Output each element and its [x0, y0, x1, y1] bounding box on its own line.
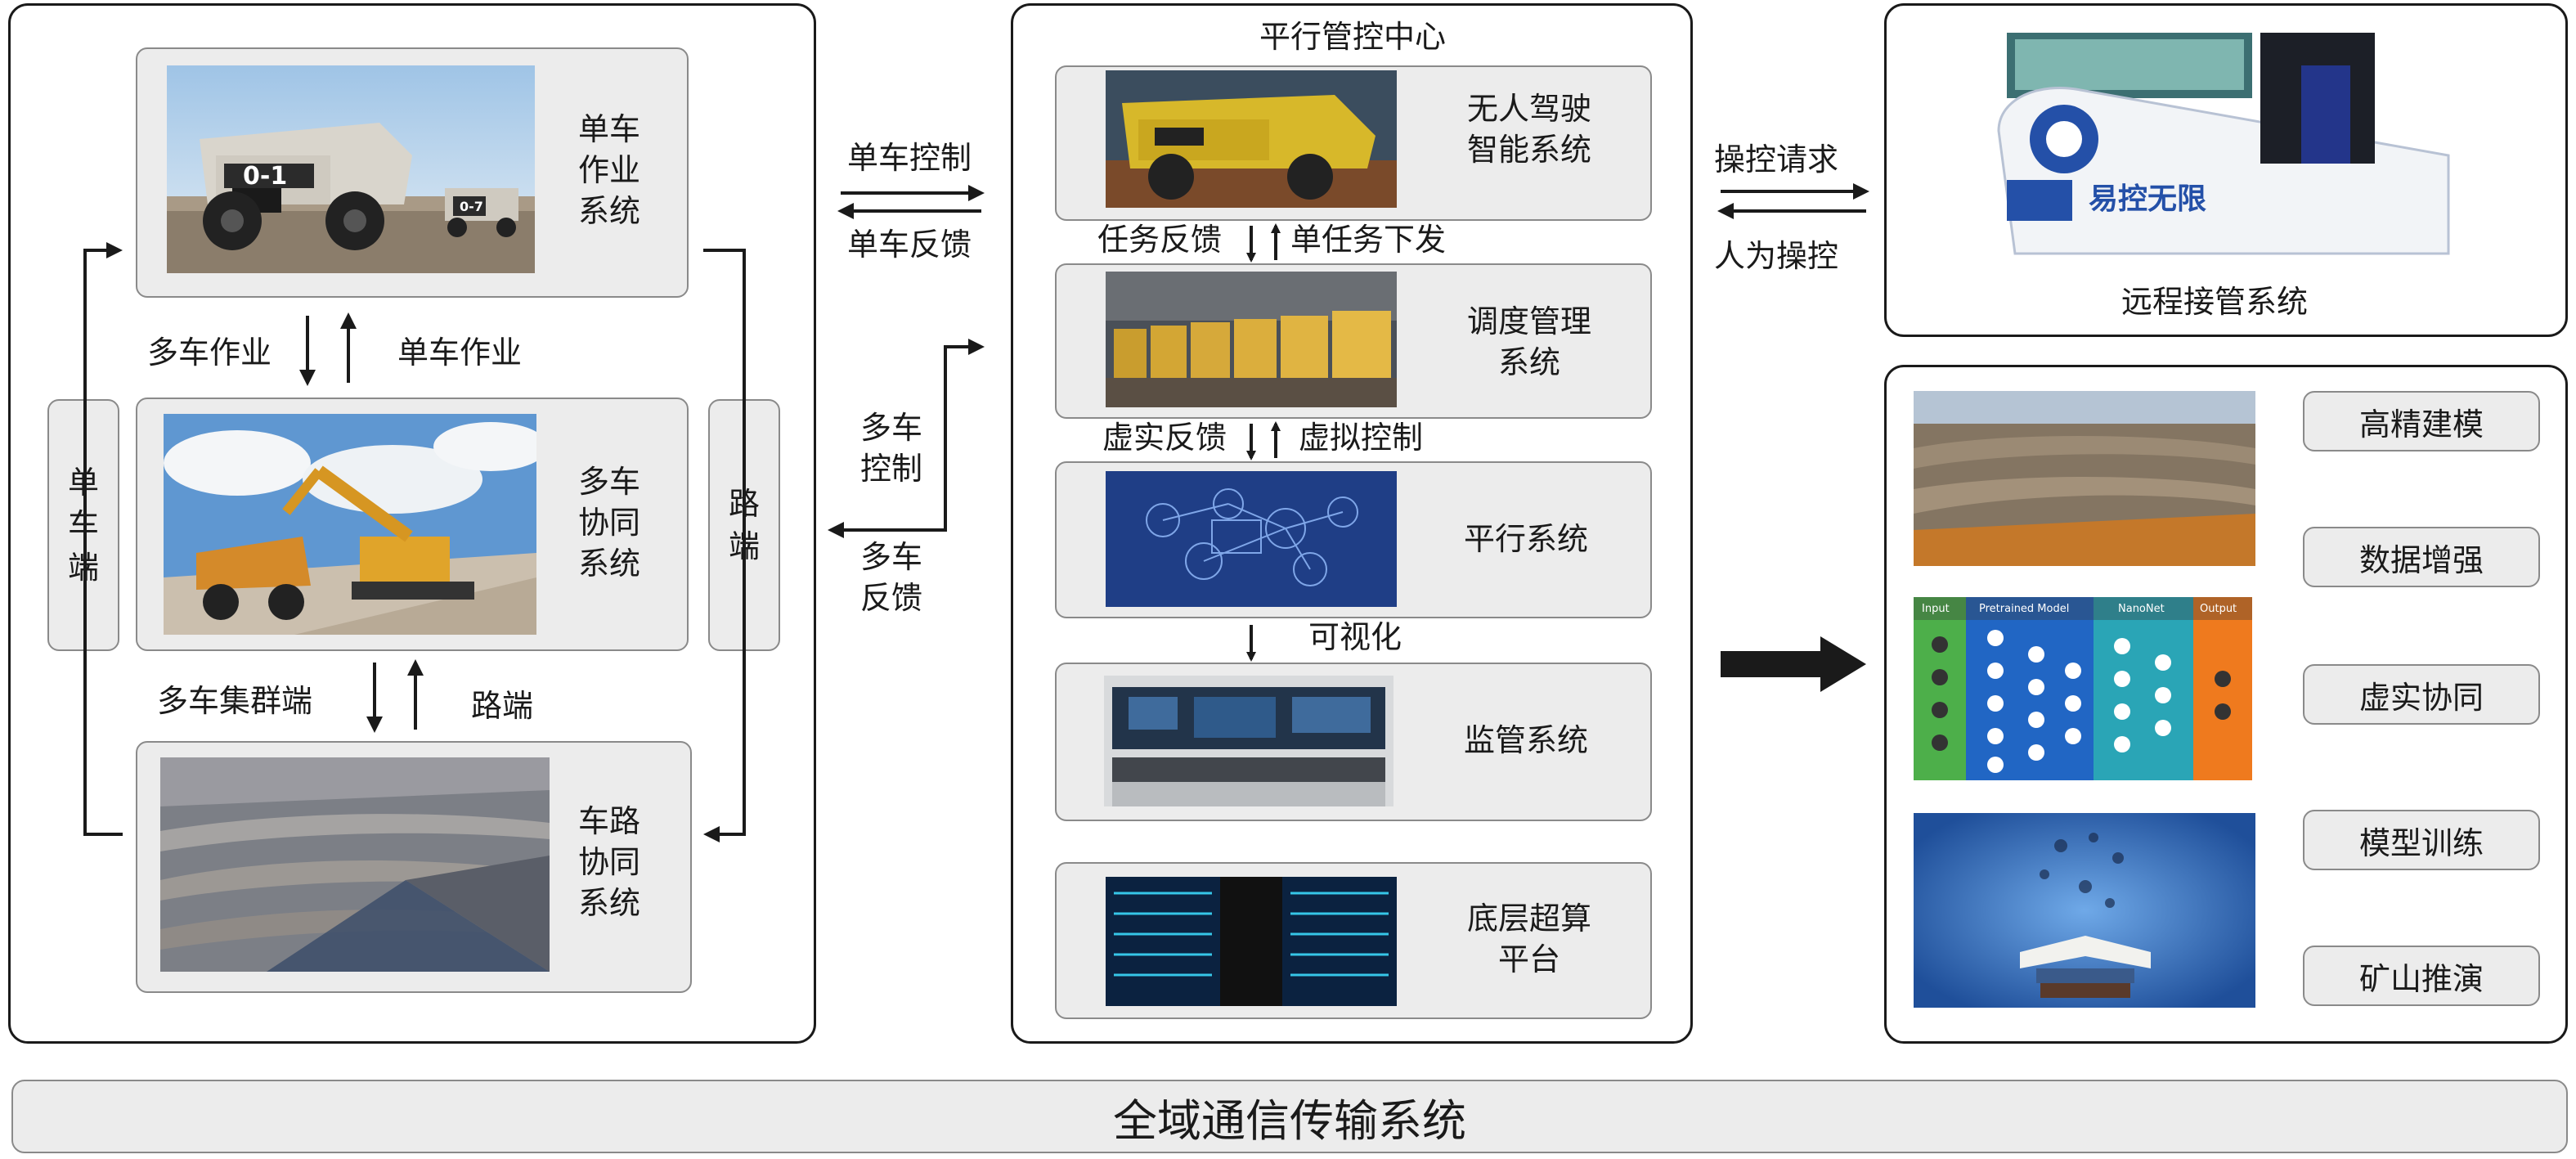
- nn-header-nanonet: NanoNet: [2118, 603, 2165, 615]
- multi-vehicle-image: [164, 414, 536, 635]
- autonomous-label: 无人驾驶 智能系统: [1466, 91, 1591, 168]
- neural-network-image: Input Pretrained Model NanoNet Output: [1914, 597, 2252, 780]
- supercomputing-image: [1106, 877, 1397, 1006]
- nn-header-output: Output: [2200, 603, 2237, 615]
- cluster-end-label: 多车集群端: [157, 683, 313, 719]
- visualization-label: 可视化: [1308, 619, 1402, 655]
- vehicle-road-label: 车路 协同 系统: [577, 803, 640, 921]
- vr-feedback-label: 虚实反馈: [1102, 420, 1227, 456]
- control-center-title: 平行管控中心: [1259, 19, 1447, 55]
- single-vehicle-image: 0-1 0-7: [167, 65, 535, 273]
- parallel-label: 平行系统: [1464, 521, 1589, 557]
- dispatch-fleet-image: [1106, 272, 1397, 407]
- multi-control-arrow: [944, 339, 985, 523]
- comm-system-bar: 全域通信传输系统: [11, 1080, 2568, 1153]
- nn-header-input: Input: [1922, 603, 1950, 615]
- single-feedback-label: 单车反馈: [847, 227, 972, 263]
- nn-header-pretrained: Pretrained Model: [1979, 603, 2069, 615]
- tag-model-training: 模型训练: [2303, 810, 2540, 870]
- supervision-label: 监管系统: [1464, 722, 1589, 758]
- tag-data-augmentation: 数据增强: [2303, 527, 2540, 587]
- right-loop-arrow: [703, 249, 746, 842]
- simulator-brand: 易控无限: [2089, 182, 2206, 216]
- mine-model-image: [1914, 391, 2255, 566]
- multi-feedback-label: 多车 反馈: [859, 539, 922, 616]
- remote-request-label: 操控请求: [1714, 142, 1839, 177]
- truck-badge-small: 0-7: [460, 199, 483, 214]
- dispatch-label: 调度管理 系统: [1466, 303, 1591, 380]
- tag-hd-modeling: 高精建模: [2303, 391, 2540, 451]
- supercomputing-label: 底层超算 平台: [1466, 901, 1591, 977]
- virtual-control-label: 虚拟控制: [1299, 420, 1424, 456]
- multi-vehicle-label: 多车 协同 系统: [577, 464, 640, 582]
- left-loop-arrow: [83, 242, 123, 836]
- parallel-system-image: [1106, 471, 1397, 607]
- task-dispatch-label: 单任务下发: [1290, 222, 1447, 258]
- multi-op-label: 多车作业: [147, 335, 272, 371]
- single-vehicle-label: 单车 作业 系统: [577, 111, 640, 229]
- single-op-label: 单车作业: [397, 335, 523, 371]
- model-training-image: [1914, 813, 2255, 1008]
- remote-system-label: 远程接管系统: [2121, 284, 2309, 320]
- road-end-label: 路端: [471, 688, 534, 724]
- multi-control-label: 多车 控制: [859, 410, 922, 487]
- task-feedback-label: 任务反馈: [1097, 222, 1223, 258]
- autonomous-truck-image: [1106, 70, 1397, 208]
- truck-badge-large: 0-1: [243, 162, 287, 191]
- multi-feedback-arrow: [828, 515, 947, 538]
- tag-virtual-real-collab: 虚实协同: [2303, 664, 2540, 725]
- remote-manual-label: 人为操控: [1714, 238, 1839, 274]
- supervision-room-image: [1104, 676, 1393, 806]
- remote-simulator-image: 易控无限: [1990, 16, 2473, 262]
- tag-mine-simulation: 矿山推演: [2303, 946, 2540, 1006]
- open-pit-image: [160, 757, 550, 972]
- big-right-arrow: [1721, 636, 1866, 692]
- single-control-label: 单车控制: [847, 140, 972, 176]
